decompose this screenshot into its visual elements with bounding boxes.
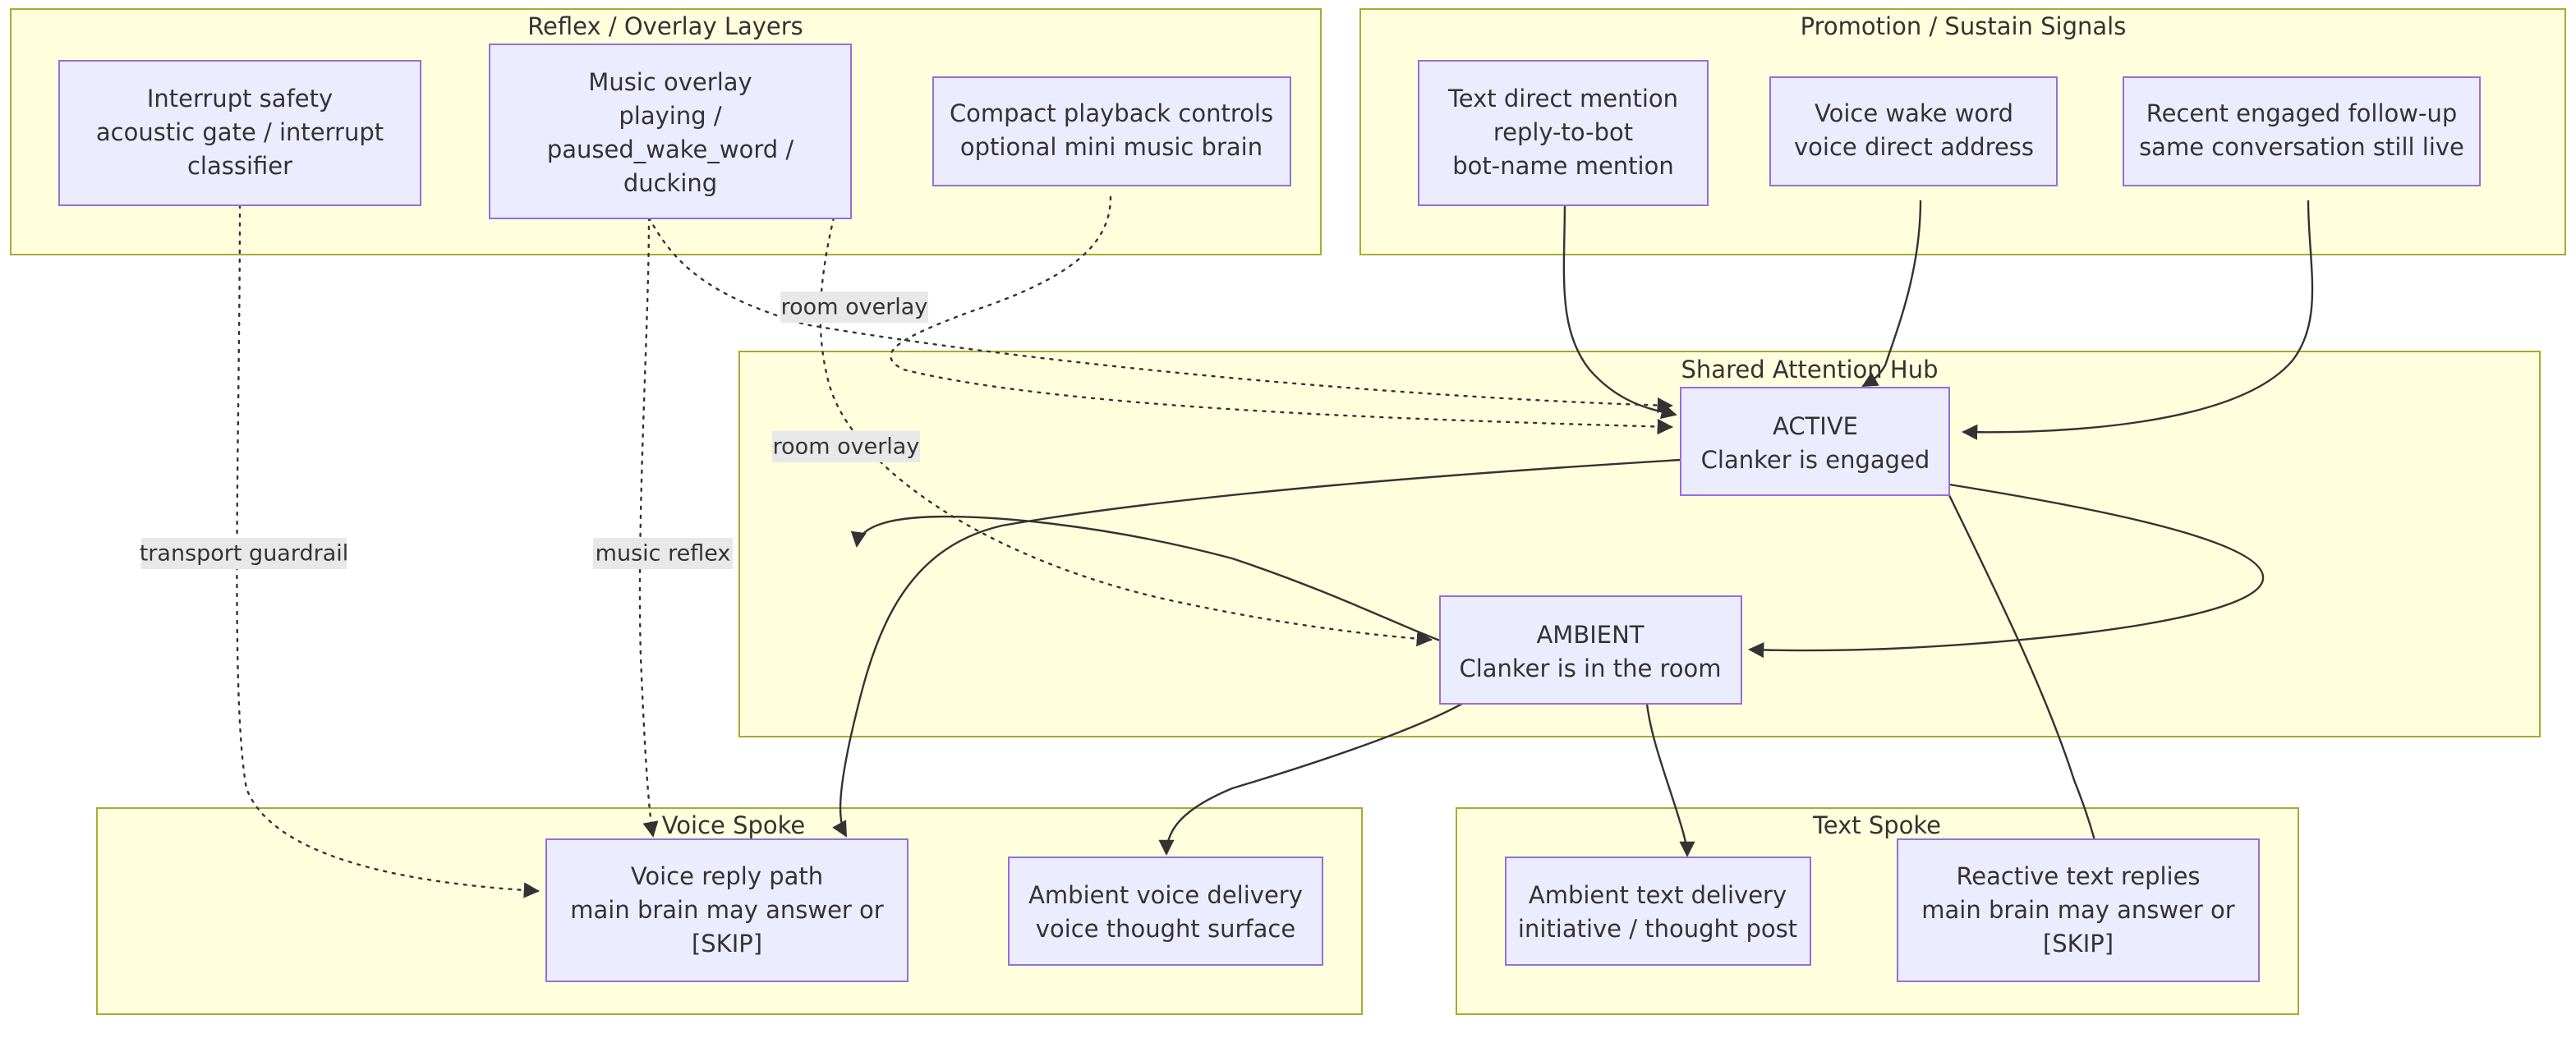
edge-active-to-voice-reply-path [832, 458, 1681, 838]
node-ambient-text-delivery[interactable]: Ambient text delivery initiative / thoug… [1505, 857, 1811, 966]
node-playback-controls[interactable]: Compact playback controls optional mini … [932, 76, 1291, 186]
node-recent-followup-line-0: Recent engaged follow-up [2146, 99, 2458, 127]
node-ambient-line-1: Clanker is in the room [1459, 654, 1721, 682]
node-reactive-text-replies[interactable]: Reactive text replies main brain may ans… [1897, 838, 2260, 982]
node-active[interactable]: ACTIVE Clanker is engaged [1680, 387, 1950, 496]
node-interrupt-safety[interactable]: Interrupt safety acoustic gate / interru… [58, 60, 421, 206]
edge-active-to-reactive-text-replies [1948, 494, 2104, 858]
edge-label-room-overlay-top-bg [780, 292, 928, 323]
node-voice-reply-path[interactable]: Voice reply path main brain may answer o… [545, 838, 908, 982]
node-active-line-0: ACTIVE [1773, 412, 1858, 440]
node-playback-controls-rect[interactable] [932, 76, 1291, 186]
node-interrupt-safety-line-2: classifier [187, 152, 292, 180]
node-ambient[interactable]: AMBIENT Clanker is in the room [1439, 595, 1742, 705]
node-playback-controls-line-0: Compact playback controls [950, 99, 1273, 127]
edge-label-transport-guardrail-text: transport guardrail [140, 541, 349, 567]
node-ambient-line-0: AMBIENT [1536, 621, 1644, 649]
edge-label-transport-guardrail-bg [141, 538, 347, 569]
node-ambient-voice-delivery-line-1: voice thought surface [1036, 915, 1295, 943]
edge-label-room-overlay-top-text: room overlay [781, 295, 928, 320]
edge-label-room-overlay-hub: room overlay [772, 431, 920, 462]
node-active-line-1: Clanker is engaged [1701, 446, 1930, 474]
node-music-overlay-line-2: paused_wake_word / [547, 135, 794, 163]
cluster-reflex-title: Reflex / Overlay Layers [527, 12, 803, 40]
edge-playback-controls-to-active [890, 195, 1673, 435]
node-recent-followup-rect[interactable] [2123, 76, 2481, 186]
node-text-direct-mention-line-0: Text direct mention [1447, 85, 1678, 113]
node-recent-followup[interactable]: Recent engaged follow-up same conversati… [2123, 76, 2481, 186]
node-reactive-text-replies-line-0: Reactive text replies [1956, 862, 2200, 890]
node-music-overlay-line-0: Music overlay [588, 68, 752, 96]
edge-label-music-reflex-text: music reflex [596, 541, 731, 567]
edge-label-room-overlay-hub-text: room overlay [773, 434, 920, 460]
node-ambient-voice-delivery-rect[interactable] [1008, 857, 1323, 966]
node-voice-reply-path-line-1: main brain may answer or [570, 896, 884, 924]
node-text-direct-mention-rect[interactable] [1418, 60, 1709, 206]
node-voice-wake-word-rect[interactable] [1769, 76, 2058, 186]
cluster-text-spoke-title: Text Spoke [1812, 811, 1941, 839]
node-playback-controls-line-1: optional mini music brain [960, 133, 1263, 161]
edge-music-overlay-to-ambient [819, 216, 1433, 647]
edge-label-transport-guardrail: transport guardrail [140, 538, 349, 569]
node-music-overlay[interactable]: Music overlay playing / paused_wake_word… [489, 44, 852, 219]
edge-ambient-to-active [850, 515, 1441, 642]
edge-ambient-to-ambient-text-delivery [1645, 703, 1695, 857]
node-interrupt-safety-rect[interactable] [58, 60, 421, 206]
node-text-direct-mention-line-2: bot-name mention [1452, 152, 1673, 180]
node-ambient-text-delivery-line-1: initiative / thought post [1518, 915, 1797, 943]
edge-label-room-overlay-hub-bg [772, 431, 920, 462]
node-text-direct-mention[interactable]: Text direct mention reply-to-bot bot-nam… [1418, 60, 1709, 206]
node-ambient-text-delivery-rect[interactable] [1505, 857, 1811, 966]
edge-text-direct-mention-to-active [1562, 200, 1677, 420]
edge-music-overlay-to-voice-reply-path [638, 216, 659, 838]
node-reactive-text-replies-line-2: [SKIP] [2043, 930, 2114, 958]
cluster-hub-title: Shared Attention Hub [1681, 356, 1939, 384]
node-voice-wake-word-line-1: voice direct address [1794, 133, 2034, 161]
node-reactive-text-replies-line-1: main brain may answer or [1921, 896, 2235, 924]
edge-voice-wake-word-to-active [1861, 200, 1922, 388]
node-active-rect[interactable] [1680, 387, 1950, 496]
cluster-promotion-title: Promotion / Sustain Signals [1801, 12, 2127, 40]
edge-label-music-reflex: music reflex [593, 538, 733, 569]
node-ambient-text-delivery-line-0: Ambient text delivery [1529, 881, 1787, 909]
edge-interrupt-safety-to-voice-reply-path [236, 204, 540, 898]
node-voice-reply-path-line-0: Voice reply path [631, 862, 823, 890]
node-interrupt-safety-line-1: acoustic gate / interrupt [96, 118, 384, 146]
node-ambient-voice-delivery-line-0: Ambient voice delivery [1028, 881, 1303, 909]
node-ambient-voice-delivery[interactable]: Ambient voice delivery voice thought sur… [1008, 857, 1323, 966]
edge-label-room-overlay-top: room overlay [780, 292, 928, 323]
node-recent-followup-line-1: same conversation still live [2139, 133, 2464, 161]
node-music-overlay-line-3: ducking [623, 169, 717, 197]
node-text-direct-mention-line-1: reply-to-bot [1493, 118, 1633, 146]
node-interrupt-safety-line-0: Interrupt safety [147, 85, 333, 113]
cluster-voice-spoke-title: Voice Spoke [662, 811, 806, 839]
node-voice-wake-word[interactable]: Voice wake word voice direct address [1769, 76, 2058, 186]
node-voice-wake-word-line-0: Voice wake word [1815, 99, 2013, 127]
edge-recent-followup-to-active [1962, 200, 2314, 440]
edge-active-to-ambient [1748, 483, 2265, 659]
edge-music-overlay-to-active [647, 216, 1673, 414]
node-voice-reply-path-rect[interactable] [545, 838, 908, 982]
node-ambient-rect[interactable] [1439, 595, 1742, 705]
edge-label-music-reflex-bg [593, 538, 733, 569]
node-voice-reply-path-line-2: [SKIP] [692, 930, 762, 958]
edge-ambient-to-ambient-voice-delivery [1158, 702, 1463, 856]
node-music-overlay-rect[interactable] [489, 44, 852, 219]
node-music-overlay-line-1: playing / [619, 102, 721, 130]
node-reactive-text-replies-rect[interactable] [1897, 838, 2260, 982]
